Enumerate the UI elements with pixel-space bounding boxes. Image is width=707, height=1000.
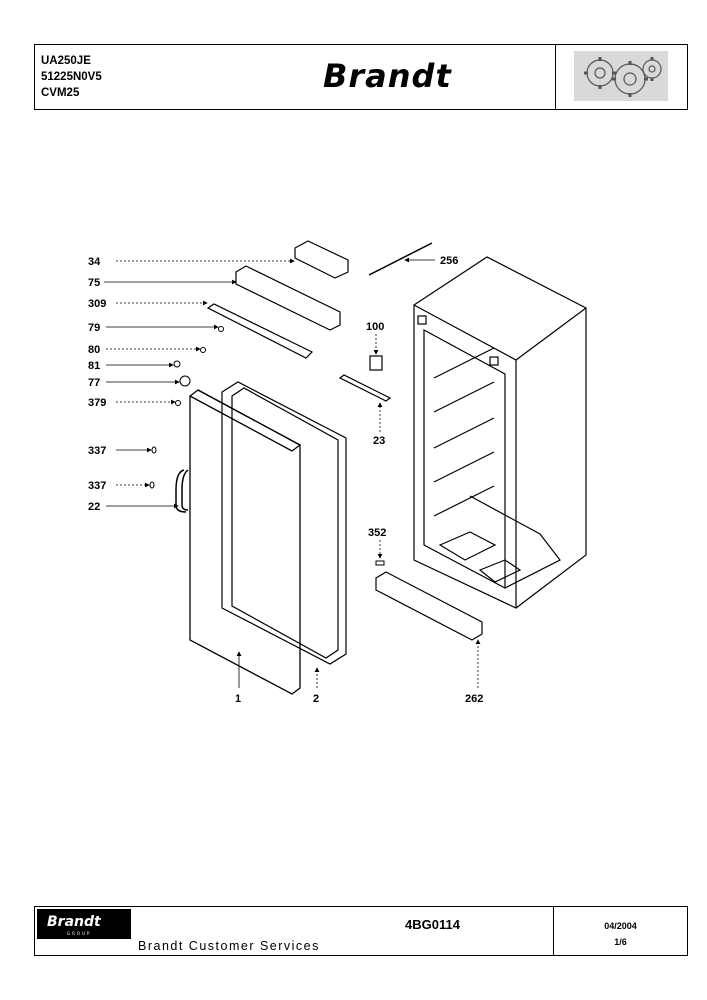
label-1: 1 bbox=[235, 693, 241, 705]
label-100: 100 bbox=[366, 321, 384, 333]
label-81: 81 bbox=[88, 360, 100, 372]
label-75: 75 bbox=[88, 277, 100, 289]
model-list: UA250JE 51225N0V5 CVM25 bbox=[41, 53, 102, 101]
label-22: 22 bbox=[88, 501, 100, 513]
gear-icon bbox=[574, 51, 668, 101]
label-23: 23 bbox=[373, 435, 385, 447]
label-337a: 337 bbox=[88, 445, 106, 457]
label-352: 352 bbox=[368, 527, 386, 539]
cabinet bbox=[413, 256, 587, 609]
cable-256 bbox=[368, 242, 433, 276]
top-hinge-34 bbox=[294, 240, 349, 279]
model-variant: CVM25 bbox=[41, 87, 80, 99]
label-34: 34 bbox=[88, 256, 101, 268]
label-79: 79 bbox=[88, 322, 100, 334]
label-256: 256 bbox=[440, 255, 458, 267]
page-number: 1/6 bbox=[614, 937, 627, 947]
service-name: Brandt Customer Services bbox=[138, 939, 320, 953]
door-seal bbox=[221, 381, 347, 665]
label-77: 77 bbox=[88, 377, 100, 389]
footer-logo-sub: GROUP bbox=[67, 931, 92, 936]
label-379: 379 bbox=[88, 397, 106, 409]
document-date: 04/2004 bbox=[604, 921, 637, 931]
label-309: 309 bbox=[88, 298, 106, 310]
top-cover-75 bbox=[235, 265, 341, 331]
gear-logo-box bbox=[555, 45, 687, 109]
model-code: UA250JE bbox=[41, 55, 91, 67]
brand-logo: Brandt bbox=[323, 57, 452, 95]
model-number: 51225N0V5 bbox=[41, 71, 102, 83]
label-2: 2 bbox=[313, 693, 319, 705]
footer-logo-text: Brandt bbox=[47, 914, 101, 930]
door bbox=[189, 389, 302, 695]
label-80: 80 bbox=[88, 344, 100, 356]
thermostat-100 bbox=[369, 355, 383, 371]
footer-logo: Brandt GROUP bbox=[37, 909, 131, 939]
label-262: 262 bbox=[465, 693, 483, 705]
leader-lines bbox=[104, 257, 481, 688]
header-box: UA250JE 51225N0V5 CVM25 Brandt bbox=[34, 44, 688, 110]
date-box: 04/2004 1/6 bbox=[553, 907, 687, 955]
clip-352 bbox=[375, 560, 385, 566]
strip-23 bbox=[338, 374, 392, 402]
label-337b: 337 bbox=[88, 480, 106, 492]
part-labels: 34 75 309 79 80 81 77 379 337 337 22 256… bbox=[88, 255, 483, 705]
small-parts bbox=[149, 326, 224, 489]
door-handle bbox=[175, 469, 189, 513]
document-code: 4BG0114 bbox=[405, 917, 460, 932]
footer-box: Brandt GROUP Brandt Customer Services 4B… bbox=[34, 906, 688, 956]
bottom-rail-262 bbox=[375, 571, 483, 641]
strip-309 bbox=[206, 303, 314, 359]
